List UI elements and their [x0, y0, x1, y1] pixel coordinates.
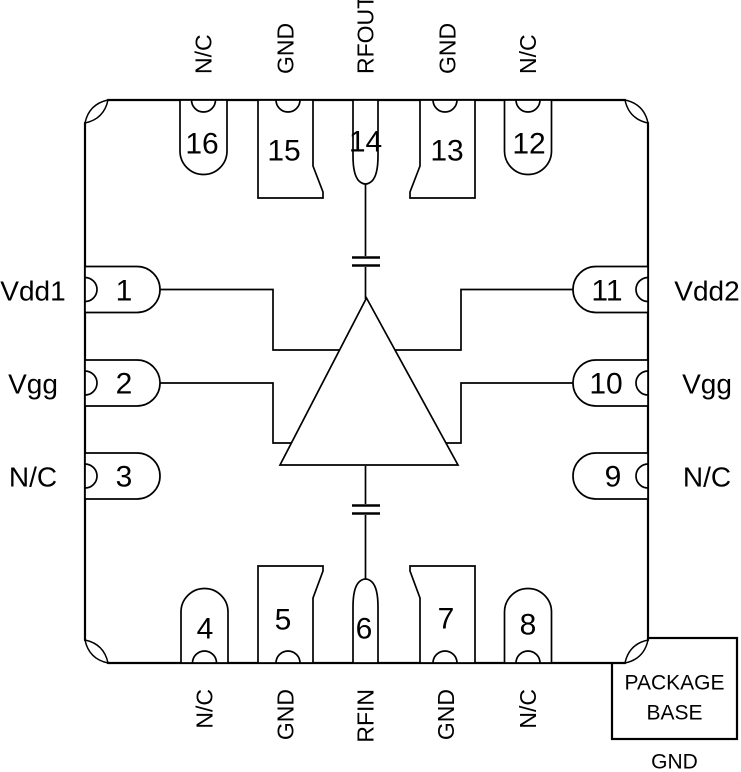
pin-9-notch: [635, 463, 649, 489]
pin-9-shape: [572, 452, 649, 500]
pin-16-label: N/C: [191, 34, 217, 74]
pin-1-shape: [84, 265, 161, 314]
pin-4-shape: [180, 587, 229, 664]
pin-12-label: N/C: [515, 34, 541, 74]
pin-12-number: 12: [512, 128, 545, 161]
pin-14-label: RFOUT: [353, 0, 379, 74]
pin-15-number: 15: [267, 135, 300, 168]
pin-9-label: N/C: [683, 462, 731, 493]
pin-2-number: 2: [116, 368, 133, 401]
wire-pin11-to-amp: [395, 288, 574, 351]
corner-lens-bottom-right: [624, 639, 649, 664]
pin-10-notch: [635, 370, 649, 396]
pin-16-shape: [179, 99, 228, 176]
amplifier-triangle: [278, 296, 460, 466]
package-base-line2: BASE: [646, 702, 702, 725]
pin-2-notch: [84, 370, 98, 396]
pin-14-number: 14: [349, 126, 382, 159]
pin-16-number: 16: [185, 128, 218, 161]
pin-1-number: 1: [116, 275, 133, 308]
pin-3-shape: [84, 452, 161, 500]
pin-12-shape: [503, 99, 553, 176]
wire-pin10-to-amp: [446, 382, 574, 444]
pin-1-notch: [84, 276, 98, 303]
pin-3-notch: [84, 463, 98, 489]
pin-16-notch: [190, 99, 217, 113]
pin-15-label: GND: [273, 23, 299, 74]
pin-3-label: N/C: [9, 462, 57, 493]
pin-7-label: GND: [433, 689, 459, 740]
pin-3-number: 3: [116, 461, 133, 494]
corner-lens-top-right: [624, 99, 649, 124]
pin-1-label: Vdd1: [0, 276, 65, 307]
corner-lens-top-left: [84, 99, 109, 124]
pin-11-label: Vdd2: [674, 276, 739, 307]
output-capacitor: [352, 256, 380, 267]
pin-9-number: 9: [605, 461, 622, 494]
pin-10-shape: [572, 359, 649, 407]
input-capacitor: [352, 504, 380, 515]
pin-8-label: N/C: [515, 689, 541, 729]
pin-13-shape: [409, 99, 476, 199]
pin-2-shape: [84, 359, 161, 407]
wire-pin2-to-amp: [159, 382, 291, 444]
package-base-line1: PACKAGE: [625, 672, 725, 695]
pin-7-notch: [432, 650, 458, 664]
pin-15-notch: [275, 99, 301, 113]
pin-13-number: 13: [430, 135, 463, 168]
pin-6-number: 6: [356, 613, 373, 646]
pin-7-number: 7: [438, 603, 455, 636]
pin-2-label: Vgg: [8, 369, 58, 400]
pin-10-number: 10: [589, 368, 622, 401]
pin-4-number: 4: [197, 613, 214, 646]
pin-5-shape: [257, 565, 324, 664]
pin-10-label: Vgg: [682, 369, 732, 400]
pin-4-notch: [191, 650, 218, 664]
pin-8-notch: [515, 650, 541, 664]
pin-13-notch: [432, 99, 458, 113]
pin-7-shape: [409, 565, 476, 664]
pin-11-number: 11: [591, 275, 622, 308]
pin-5-number: 5: [275, 604, 292, 637]
pin-14-shape: [352, 99, 379, 185]
package-base-gnd-label: GND: [651, 751, 698, 772]
pin-4-label: N/C: [192, 689, 218, 729]
pin-5-label: GND: [273, 689, 299, 740]
pin-8-shape: [503, 587, 553, 664]
pin-6-shape: [352, 578, 379, 664]
wire-pin1-to-amp: [159, 288, 340, 351]
pin-5-notch: [275, 650, 301, 664]
pin-8-number: 8: [520, 609, 537, 642]
pin-12-notch: [515, 99, 541, 113]
pin-11-shape: [572, 265, 649, 314]
corner-lens-bottom-left: [84, 639, 109, 664]
pin-13-label: GND: [435, 23, 461, 74]
pin-11-notch: [635, 276, 649, 303]
pin-15-shape: [257, 99, 324, 199]
pin-6-label: RFIN: [353, 689, 379, 743]
